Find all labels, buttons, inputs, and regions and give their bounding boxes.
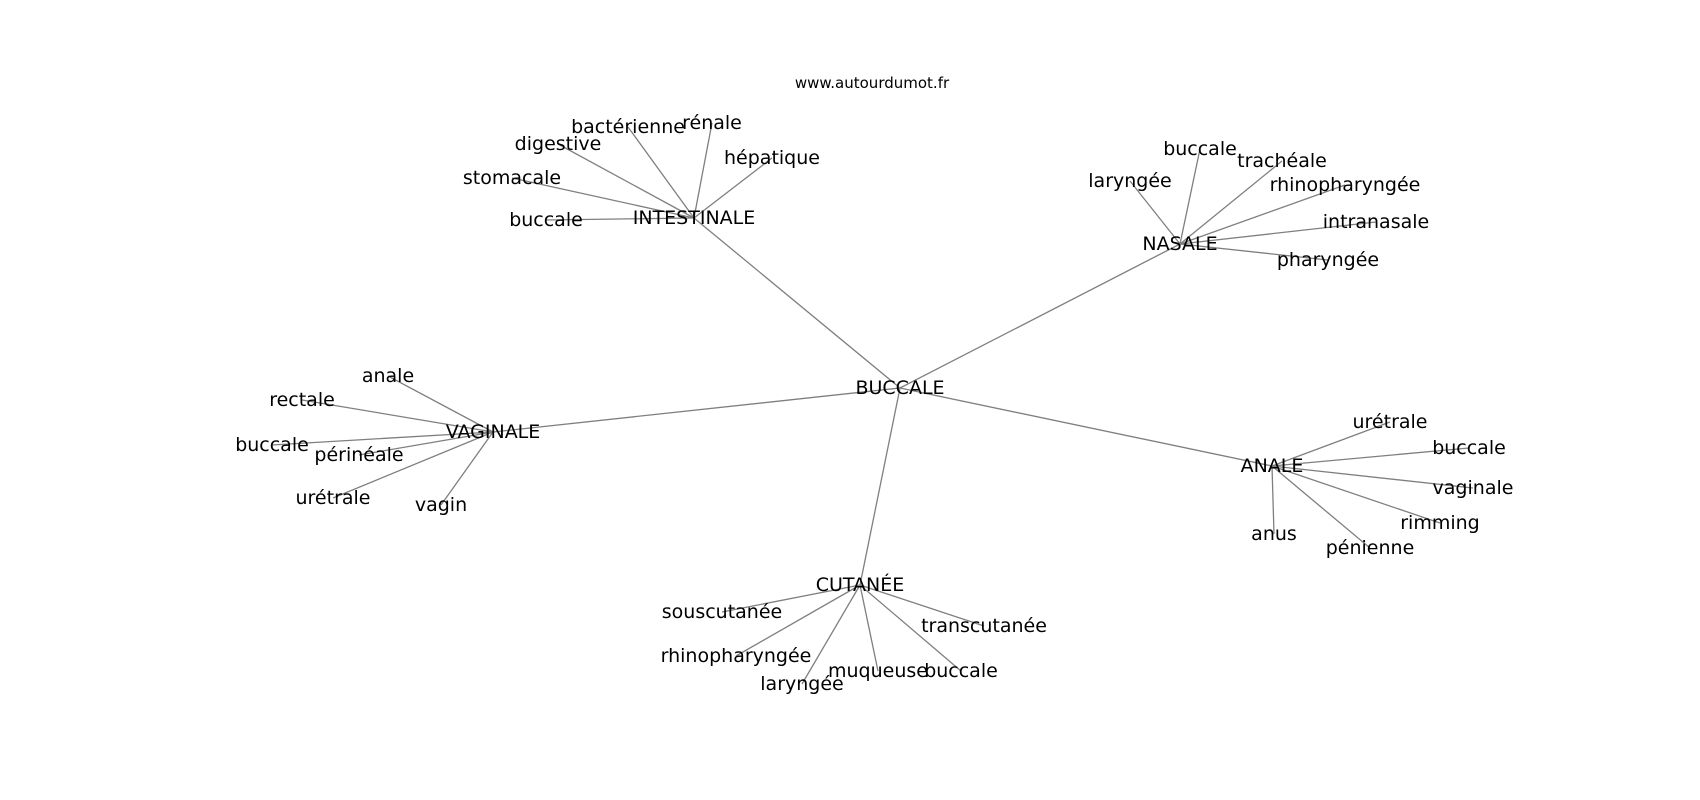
- hub-node-anale: ANALE: [1241, 455, 1304, 477]
- edge-intestinale-leaf: [511, 177, 695, 219]
- edge-nasale-leaf: [1179, 243, 1329, 261]
- edge-center-anale: [899, 387, 1273, 467]
- edge-center-cutanee: [859, 387, 901, 586]
- leaf-node: pharyngée: [1277, 249, 1379, 271]
- leaf-node: digestive: [515, 133, 602, 155]
- leaf-node: buccale: [1432, 437, 1506, 459]
- leaf-node: urétrale: [1353, 411, 1428, 433]
- leaf-node: rimming: [1400, 512, 1480, 534]
- edge-anale-leaf: [1271, 465, 1371, 549]
- edge-vaginale-leaf: [271, 431, 494, 446]
- leaf-node: rhinopharyngée: [1270, 174, 1421, 196]
- leaf-node: rénale: [682, 112, 742, 134]
- edges: [271, 122, 1474, 685]
- edge-cutanee-leaf: [801, 584, 861, 685]
- edge-cutanee-leaf: [859, 584, 962, 672]
- leaf-node: rectale: [269, 389, 335, 411]
- edge-center-intestinale: [693, 217, 901, 389]
- edge-cutanee-leaf: [721, 584, 861, 613]
- leaf-node: stomacale: [463, 167, 561, 189]
- edge-nasale-leaf: [1129, 180, 1181, 245]
- leaf-node: urétrale: [296, 487, 371, 509]
- leaf-node: buccale: [924, 660, 998, 682]
- watermark: www.autourdumot.fr: [795, 74, 950, 92]
- center-node: BUCCALE: [855, 377, 944, 399]
- leaf-node: vaginale: [1433, 477, 1514, 499]
- edge-vaginale-leaf: [387, 375, 494, 433]
- hub-node-vaginale: VAGINALE: [446, 421, 541, 443]
- leaf-node: anus: [1251, 523, 1297, 545]
- edge-anale-leaf: [1271, 465, 1275, 535]
- leaf-node: vagin: [415, 494, 467, 516]
- edge-center-vaginale: [492, 387, 901, 433]
- edge-nasale-leaf: [1179, 184, 1346, 245]
- edge-cutanee-leaf: [859, 584, 985, 627]
- leaf-node: buccale: [1163, 138, 1237, 160]
- edge-vaginale-leaf: [358, 431, 494, 456]
- edge-intestinale-leaf: [693, 157, 773, 219]
- leaf-node: buccale: [509, 209, 583, 231]
- edge-intestinale-leaf: [693, 122, 713, 219]
- edge-anale-leaf: [1271, 421, 1391, 467]
- leaf-node: intranasale: [1323, 211, 1429, 233]
- leaf-node: trachéale: [1237, 150, 1327, 172]
- edge-nasale-leaf: [1179, 148, 1201, 245]
- edge-vaginale-leaf: [301, 399, 494, 433]
- hub-node-cutanee: CUTANÉE: [816, 573, 905, 596]
- edge-vaginale-leaf: [332, 431, 494, 499]
- edge-cutanee-leaf: [859, 584, 879, 672]
- leaf-node: hépatique: [724, 147, 820, 169]
- edge-center-nasale: [899, 243, 1181, 389]
- edge-intestinale-leaf: [627, 126, 695, 219]
- leaf-node: transcutanée: [921, 615, 1047, 637]
- edge-vaginale-leaf: [440, 431, 494, 506]
- leaf-node: laryngée: [1088, 170, 1171, 192]
- leaf-node: pénienne: [1326, 537, 1415, 559]
- edge-nasale-leaf: [1179, 221, 1377, 245]
- leaf-node: bactérienne: [571, 116, 685, 138]
- leaf-node: anale: [362, 365, 414, 387]
- leaf-node: rhinopharyngée: [661, 645, 812, 667]
- leaf-node: souscutanée: [662, 601, 782, 623]
- edge-anale-leaf: [1271, 465, 1474, 489]
- leaf-node: laryngée: [760, 673, 843, 695]
- edge-cutanee-leaf: [735, 584, 861, 657]
- leaf-node: buccale: [235, 434, 309, 456]
- leaf-node: périnéale: [314, 444, 403, 466]
- edge-intestinale-leaf: [557, 143, 695, 219]
- leaf-node: muqueuse: [828, 660, 928, 682]
- edge-nasale-leaf: [1179, 160, 1283, 245]
- hub-node-nasale: NASALE: [1142, 233, 1217, 255]
- edge-anale-leaf: [1271, 447, 1470, 467]
- edge-anale-leaf: [1271, 465, 1441, 524]
- edge-intestinale-leaf: [545, 217, 695, 221]
- hub-node-intestinale: INTESTINALE: [633, 207, 756, 229]
